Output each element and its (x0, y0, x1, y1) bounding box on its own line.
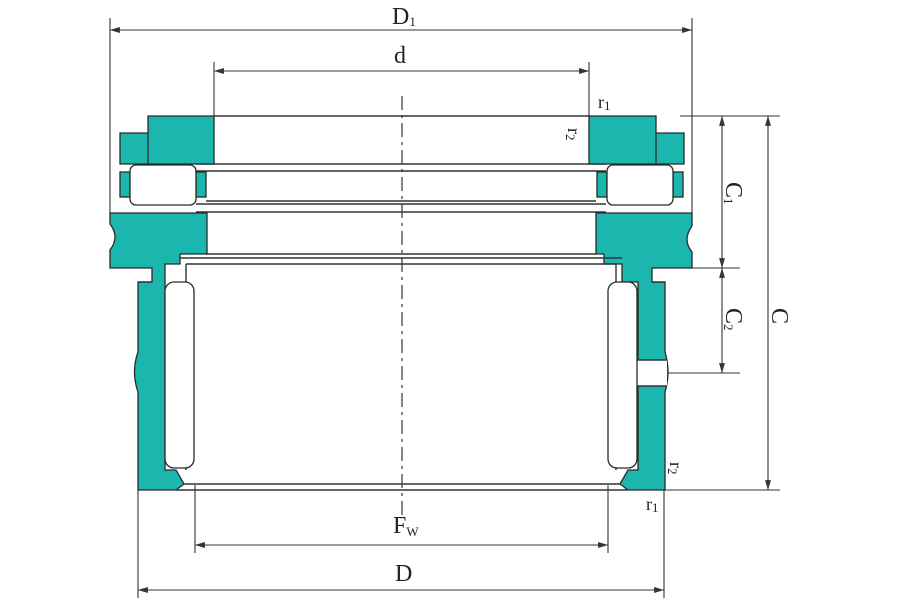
label-Fw: FW (393, 513, 419, 539)
label-C2: C2 (720, 308, 746, 331)
right-shaft-washer (588, 115, 685, 165)
dimension-lines (110, 27, 771, 593)
left-thrust-roller (129, 164, 197, 206)
left-retainer-outer (119, 171, 131, 198)
label-C1: C1 (720, 182, 746, 205)
label-D1: D1 (392, 4, 416, 30)
label-r2-bottom: r2 (665, 462, 686, 475)
extension-lines (109, 18, 780, 598)
label-r1-top: r1 (598, 92, 611, 113)
right-thrust-roller (606, 164, 674, 206)
oil-hole (633, 360, 667, 386)
right-retainer-outer (672, 171, 684, 198)
label-r2-top: r2 (563, 128, 584, 141)
label-C: C (766, 308, 792, 324)
label-d: d (394, 43, 406, 69)
label-r1-bottom: r1 (646, 494, 659, 515)
left-shaft-washer (119, 115, 215, 165)
right-needle-roller (607, 281, 638, 469)
right-retainer-inner (596, 171, 608, 198)
label-D: D (395, 561, 412, 587)
left-needle-roller (164, 281, 195, 469)
left-retainer-inner (195, 171, 207, 198)
thrust-washer-lines (196, 115, 606, 255)
